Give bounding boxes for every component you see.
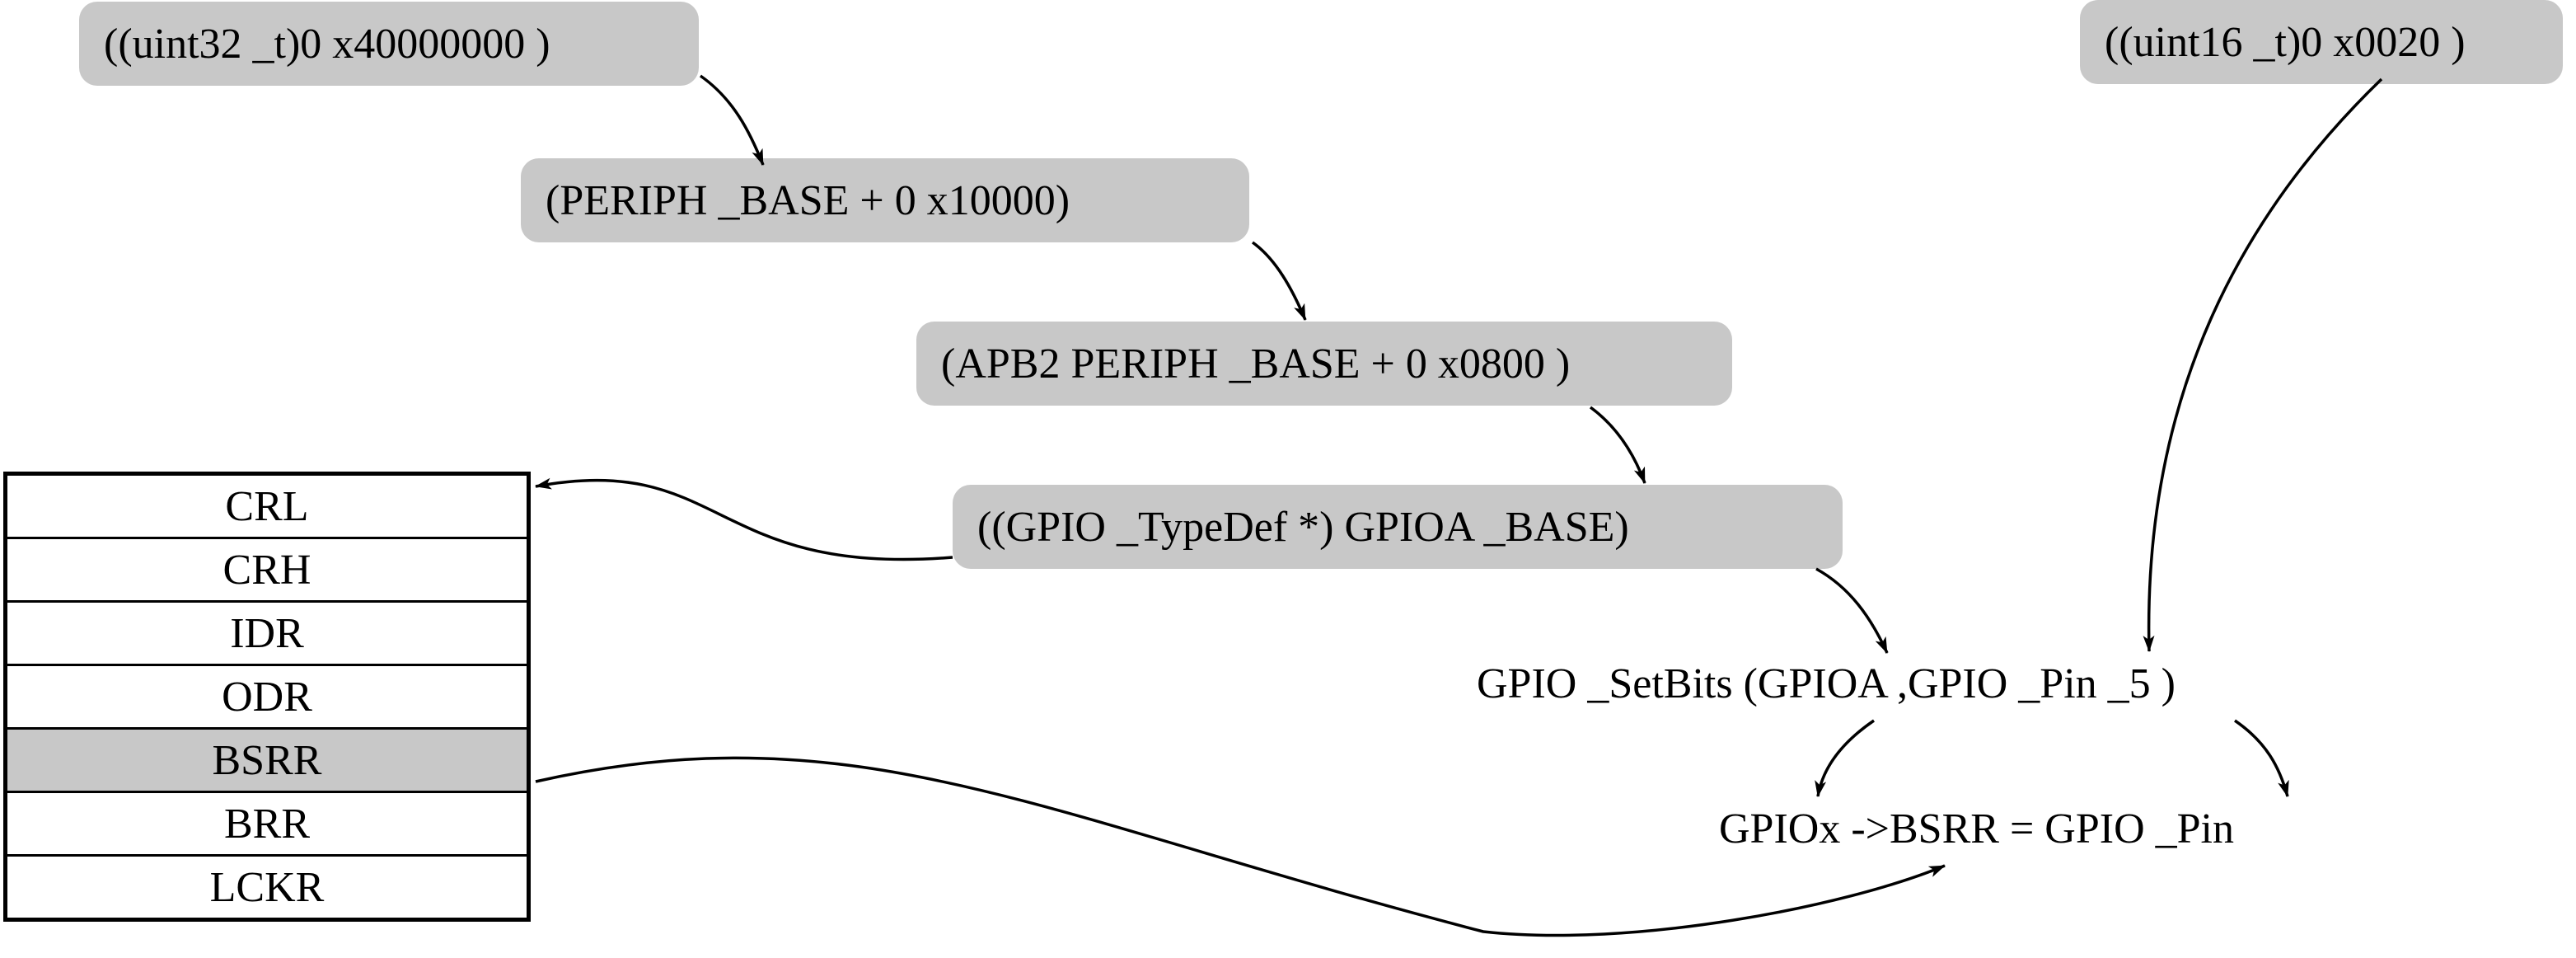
arrow-pin5-to-setbits <box>2143 77 2383 652</box>
gpioa-base-text: (APB2 PERIPH _BASE + 0 x0800 ) <box>941 340 1571 387</box>
arrow-bsrr-to-assignment <box>535 756 1946 937</box>
arrow-cast-to-crl <box>535 477 953 561</box>
apb2periph-base-node: (PERIPH _BASE + 0 x10000) <box>521 158 1249 242</box>
register-row-crl: CRL <box>4 472 530 539</box>
register-row-lckr: LCKR <box>4 854 530 921</box>
arrow-apb2-to-gpioa-base <box>1251 241 1307 321</box>
register-row-idr: IDR <box>4 600 530 666</box>
arrow-cast-to-setbits <box>1815 567 1889 654</box>
setbits-call: GPIO _SetBits (GPIOA ,GPIO _Pin _5 ) <box>1477 655 2176 712</box>
bsrr-assignment: GPIOx ->BSRR = GPIO _Pin <box>1719 800 2234 857</box>
register-label: BRR <box>4 791 530 857</box>
register-label: IDR <box>4 600 530 666</box>
register-row-bsrr: BSRR <box>4 727 530 793</box>
gpioa-cast-node: ((GPIO _TypeDef *) GPIOA _BASE) <box>953 485 1843 569</box>
register-label: BSRR <box>4 727 530 793</box>
gpioa-base-node: (APB2 PERIPH _BASE + 0 x0800 ) <box>916 322 1732 406</box>
periph-base-text: ((uint32 _t)0 x40000000 ) <box>104 20 550 68</box>
gpio-pin5-text: ((uint16 _t)0 x0020 ) <box>2105 18 2466 66</box>
apb2periph-base-text: (PERIPH _BASE + 0 x10000) <box>546 176 1070 224</box>
periph-base-node: ((uint32 _t)0 x40000000 ) <box>79 2 699 86</box>
register-row-odr: ODR <box>4 664 530 730</box>
arrow-setbits-to-pin <box>2234 719 2289 797</box>
register-label: LCKR <box>4 854 530 921</box>
register-label: ODR <box>4 664 530 730</box>
gpioa-cast-text: ((GPIO _TypeDef *) GPIOA _BASE) <box>977 503 1629 551</box>
register-label: CRH <box>4 537 530 603</box>
register-label: CRL <box>4 472 530 539</box>
arrow-gpioa-base-to-cast <box>1589 406 1646 484</box>
register-row-crh: CRH <box>4 537 530 603</box>
arrow-setbits-to-gpiox <box>1815 719 1875 797</box>
gpio-pin5-node: ((uint16 _t)0 x0020 ) <box>2080 0 2563 84</box>
arrow-periph-to-apb2 <box>699 74 765 166</box>
setbits-call-text: GPIO _SetBits (GPIOA ,GPIO _Pin _5 ) <box>1477 660 2176 707</box>
register-row-brr: BRR <box>4 791 530 857</box>
bsrr-assignment-text: GPIOx ->BSRR = GPIO _Pin <box>1719 805 2234 852</box>
